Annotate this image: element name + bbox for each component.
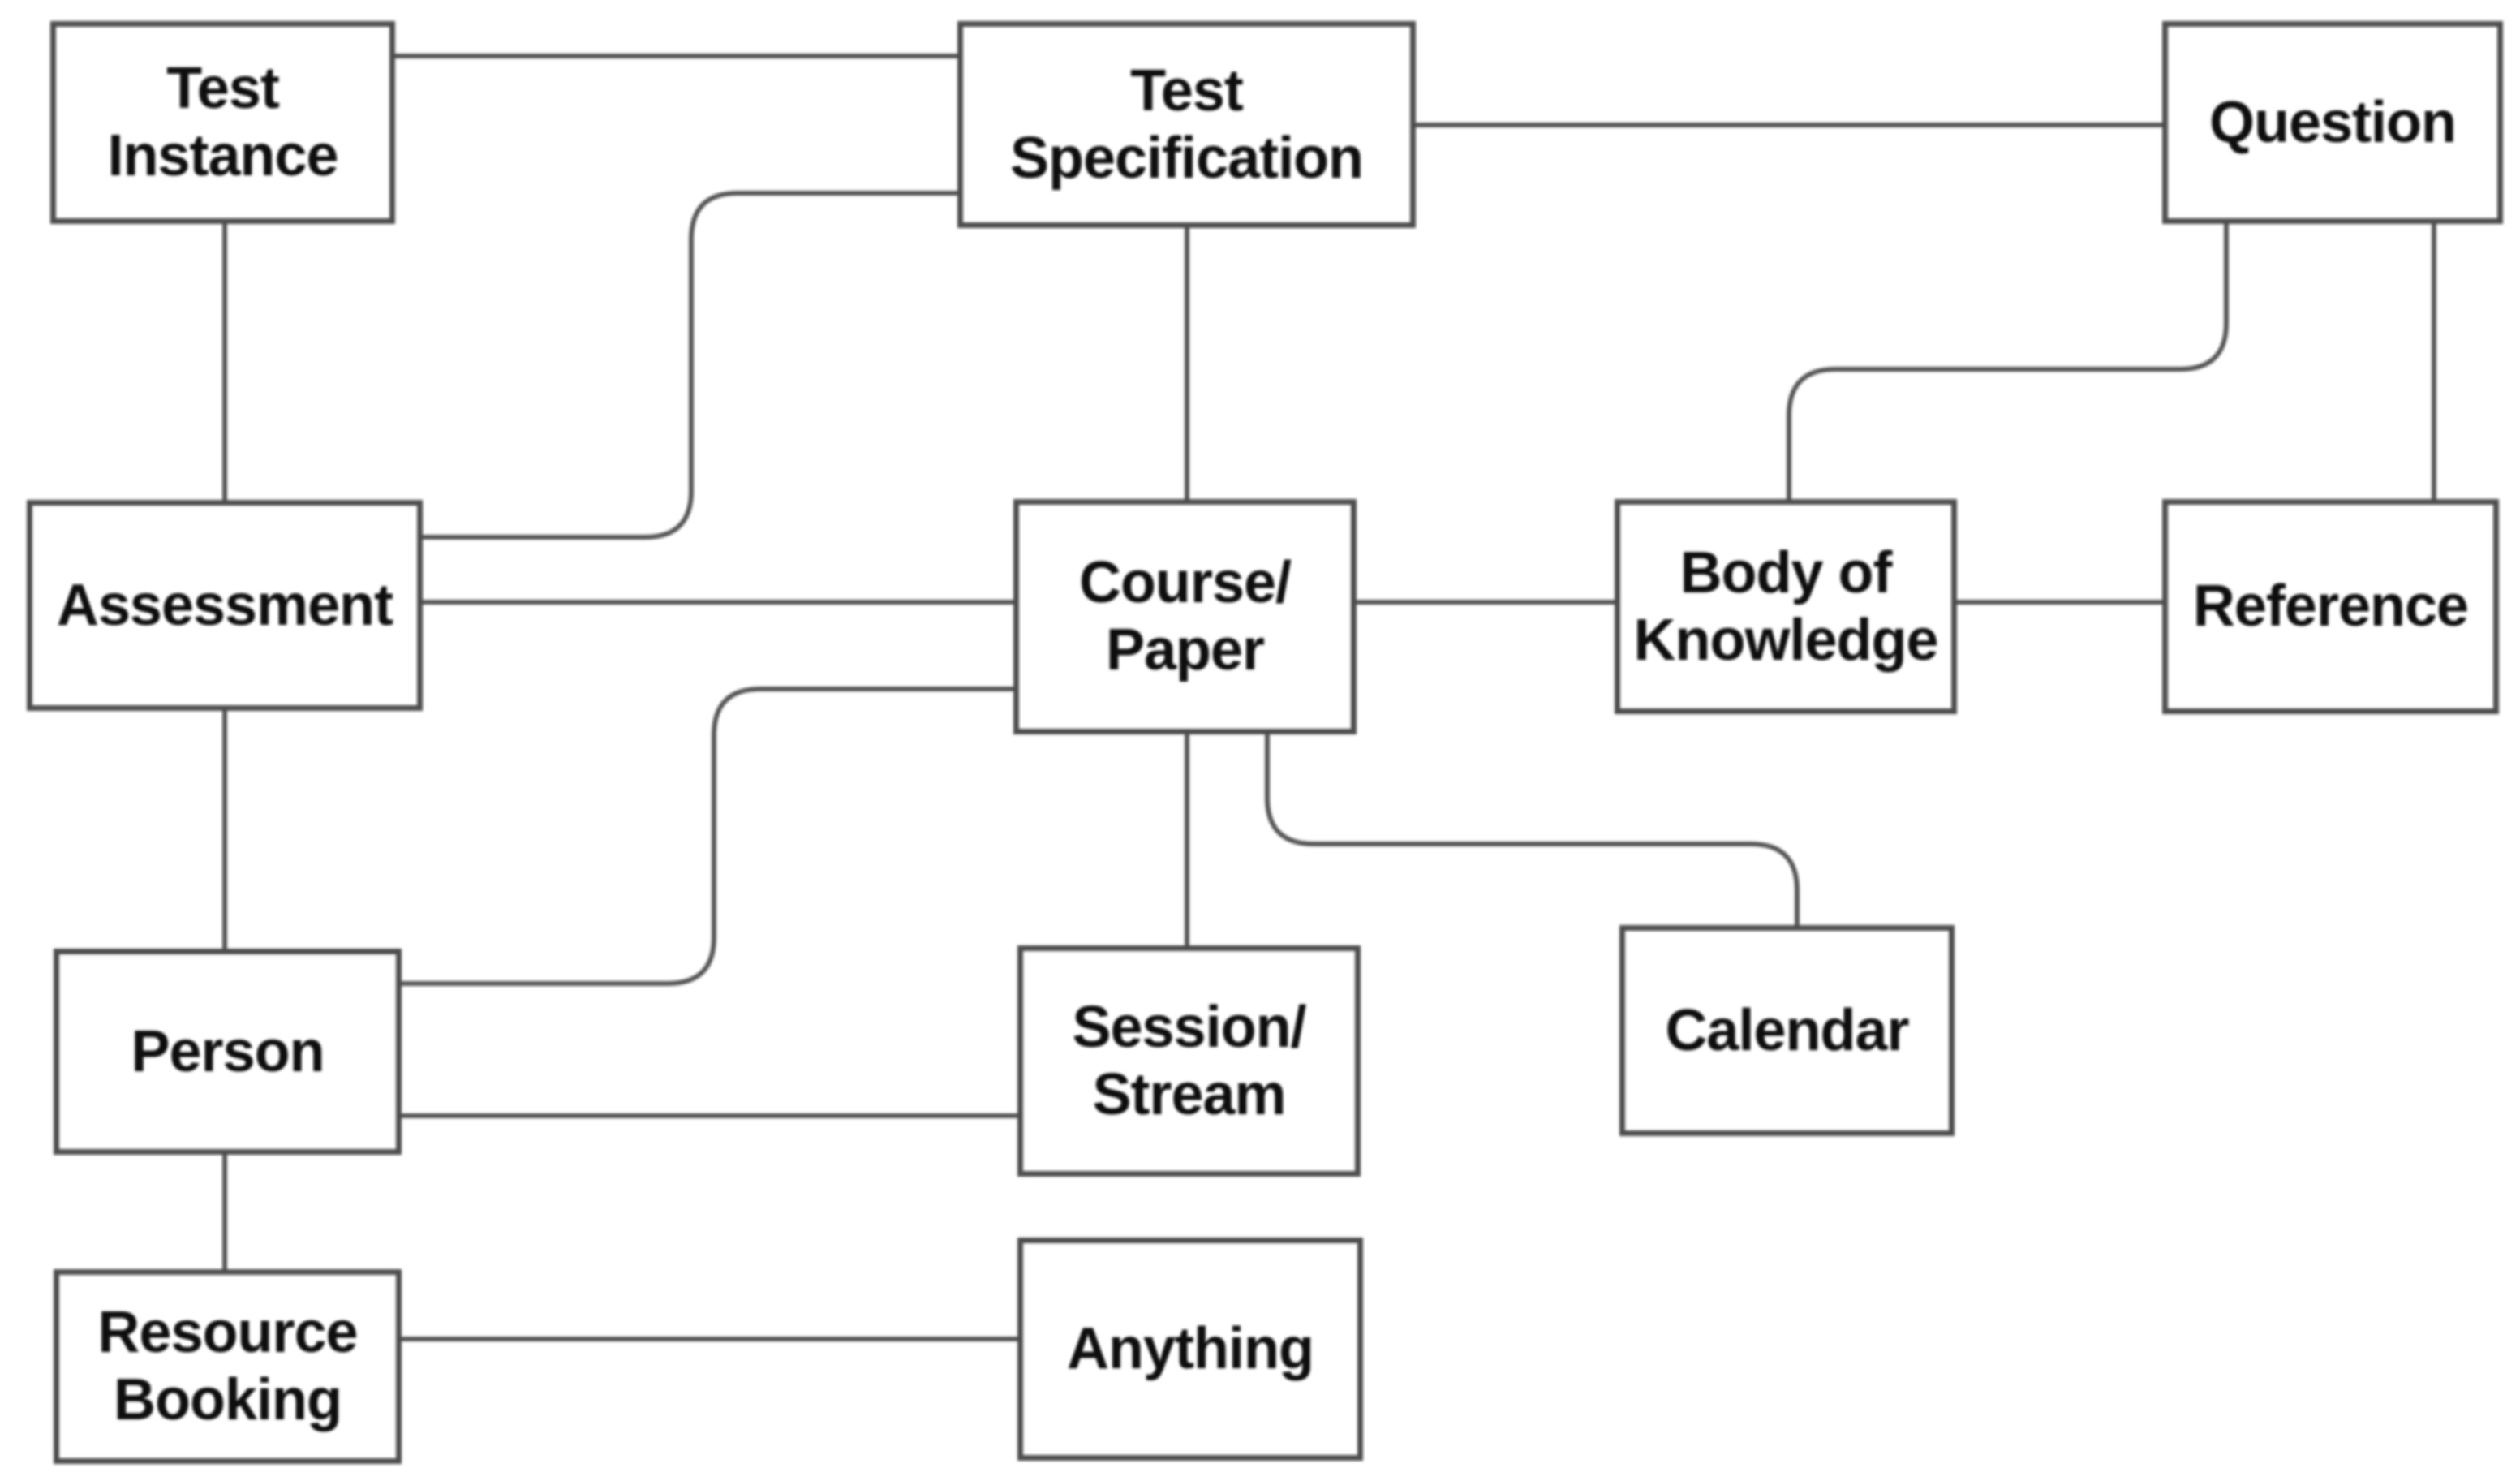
node-label-line: Booking [114,1367,342,1432]
node-label-line: Stream [1092,1061,1286,1127]
node-test-instance: Test Instance [50,21,395,224]
node-label-line: Instance [107,123,338,188]
node-label-line: Test [166,56,280,122]
node-calendar: Calendar [1619,925,1955,1136]
node-label-line: Paper [1105,618,1265,682]
node-resource-booking: Resource Booking [54,1269,402,1464]
node-anything: Anything [1017,1238,1363,1461]
edge-assessment-test-specification [423,191,957,540]
node-label-line: Person [131,1018,325,1084]
node-label-line: Assessment [56,572,393,638]
node-label-line: Calendar [1665,997,1909,1063]
node-label-line: Test [1130,58,1244,123]
node-label-line: Session/ [1072,994,1306,1060]
node-label-line: Specification [1009,125,1364,191]
node-assessment: Assessment [27,500,423,711]
node-label-line: Body of [1679,540,1893,605]
node-question: Question [2162,21,2503,224]
node-reference: Reference [2162,499,2499,714]
edge-question-body-of-knowledge [1787,224,2229,499]
edge-course-paper-person [402,687,1013,986]
node-label-line: Anything [1067,1316,1314,1382]
node-label-line: Knowledge [1633,607,1938,673]
node-label-line: Reference [2192,574,2469,639]
node-label-line: Resource [97,1300,358,1366]
node-test-specification: Test Specification [957,21,1416,228]
node-body-of-knowledge: Body of Knowledge [1615,499,1957,714]
node-session-stream: Session/ Stream [1017,945,1361,1177]
node-course-paper: Course/ Paper [1013,499,1357,734]
node-label-line: Question [2208,89,2457,155]
node-person: Person [54,949,402,1155]
node-label-line: Course/ [1078,550,1292,616]
edge-course-paper-calendar [1265,734,1800,925]
